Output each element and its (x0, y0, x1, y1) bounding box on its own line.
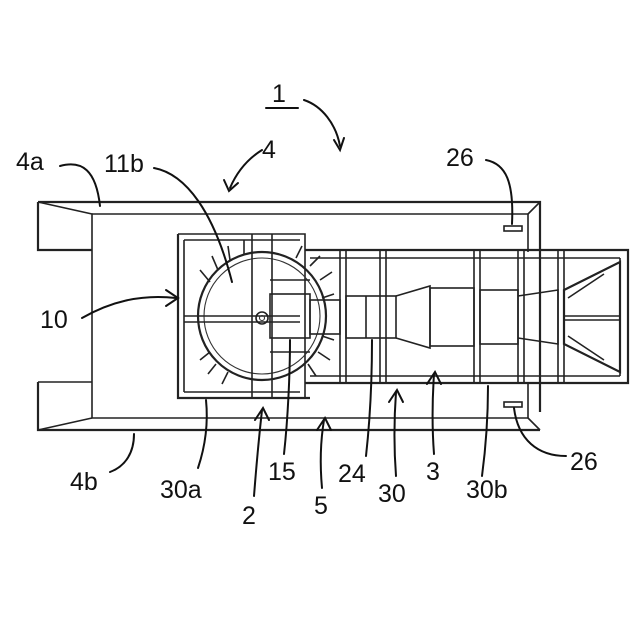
label-15: 15 (268, 458, 296, 486)
label-4a: 4a (16, 148, 44, 176)
label-4b: 4b (70, 468, 98, 496)
label-30b: 30b (466, 476, 508, 504)
label-30a: 30a (160, 476, 202, 504)
label-10: 10 (40, 306, 68, 334)
label-4: 4 (262, 136, 276, 164)
label-3: 3 (426, 458, 440, 486)
label-2: 2 (242, 502, 256, 530)
label-5: 5 (314, 492, 328, 520)
label-26-bottom: 26 (570, 448, 598, 476)
label-26-top: 26 (446, 144, 474, 172)
label-1: 1 (272, 80, 286, 108)
reference-labels: 1 4 4a 11b 26 10 4b 30a 2 15 5 24 30 3 3… (16, 80, 598, 530)
label-24: 24 (338, 460, 366, 488)
transmission-assembly (310, 262, 620, 372)
label-11b: 11b (104, 150, 144, 178)
label-30: 30 (378, 480, 406, 508)
fittings-26 (504, 226, 522, 407)
